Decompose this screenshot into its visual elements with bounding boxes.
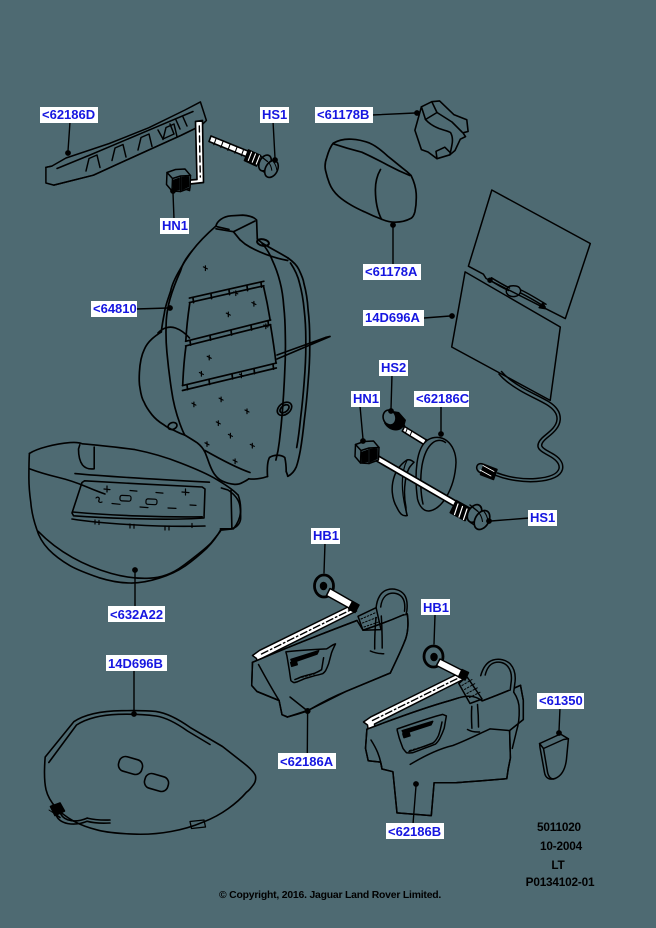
svg-text:14D696B: 14D696B bbox=[108, 656, 163, 671]
svg-text:HB1: HB1 bbox=[423, 600, 449, 615]
svg-text:<61350: <61350 bbox=[539, 693, 583, 708]
svg-text:© Copyright, 2016. Jaguar Land: © Copyright, 2016. Jaguar Land Rover Lim… bbox=[219, 890, 441, 901]
svg-text:<632A22: <632A22 bbox=[110, 607, 163, 622]
svg-text:<62186D: <62186D bbox=[42, 107, 95, 122]
svg-text:5011020: 5011020 bbox=[537, 820, 582, 834]
svg-text:HS2: HS2 bbox=[381, 360, 406, 375]
svg-text:<61178A: <61178A bbox=[365, 264, 418, 279]
svg-text:LT: LT bbox=[551, 858, 565, 872]
svg-text:HB1: HB1 bbox=[313, 528, 339, 543]
svg-text:HS1: HS1 bbox=[530, 510, 555, 525]
svg-text:HN1: HN1 bbox=[162, 218, 188, 233]
svg-text:<61178B: <61178B bbox=[317, 107, 369, 122]
svg-text:<64810: <64810 bbox=[93, 301, 137, 316]
svg-text:<62186C: <62186C bbox=[416, 391, 470, 406]
svg-text:14D696A: 14D696A bbox=[365, 310, 421, 325]
svg-text:P0134102-01: P0134102-01 bbox=[526, 875, 595, 889]
svg-text:<62186B: <62186B bbox=[388, 824, 441, 839]
svg-text:HS1: HS1 bbox=[262, 107, 287, 122]
svg-text:HN1: HN1 bbox=[353, 391, 379, 406]
svg-text:10-2004: 10-2004 bbox=[540, 839, 583, 853]
svg-text:<62186A: <62186A bbox=[280, 754, 334, 769]
